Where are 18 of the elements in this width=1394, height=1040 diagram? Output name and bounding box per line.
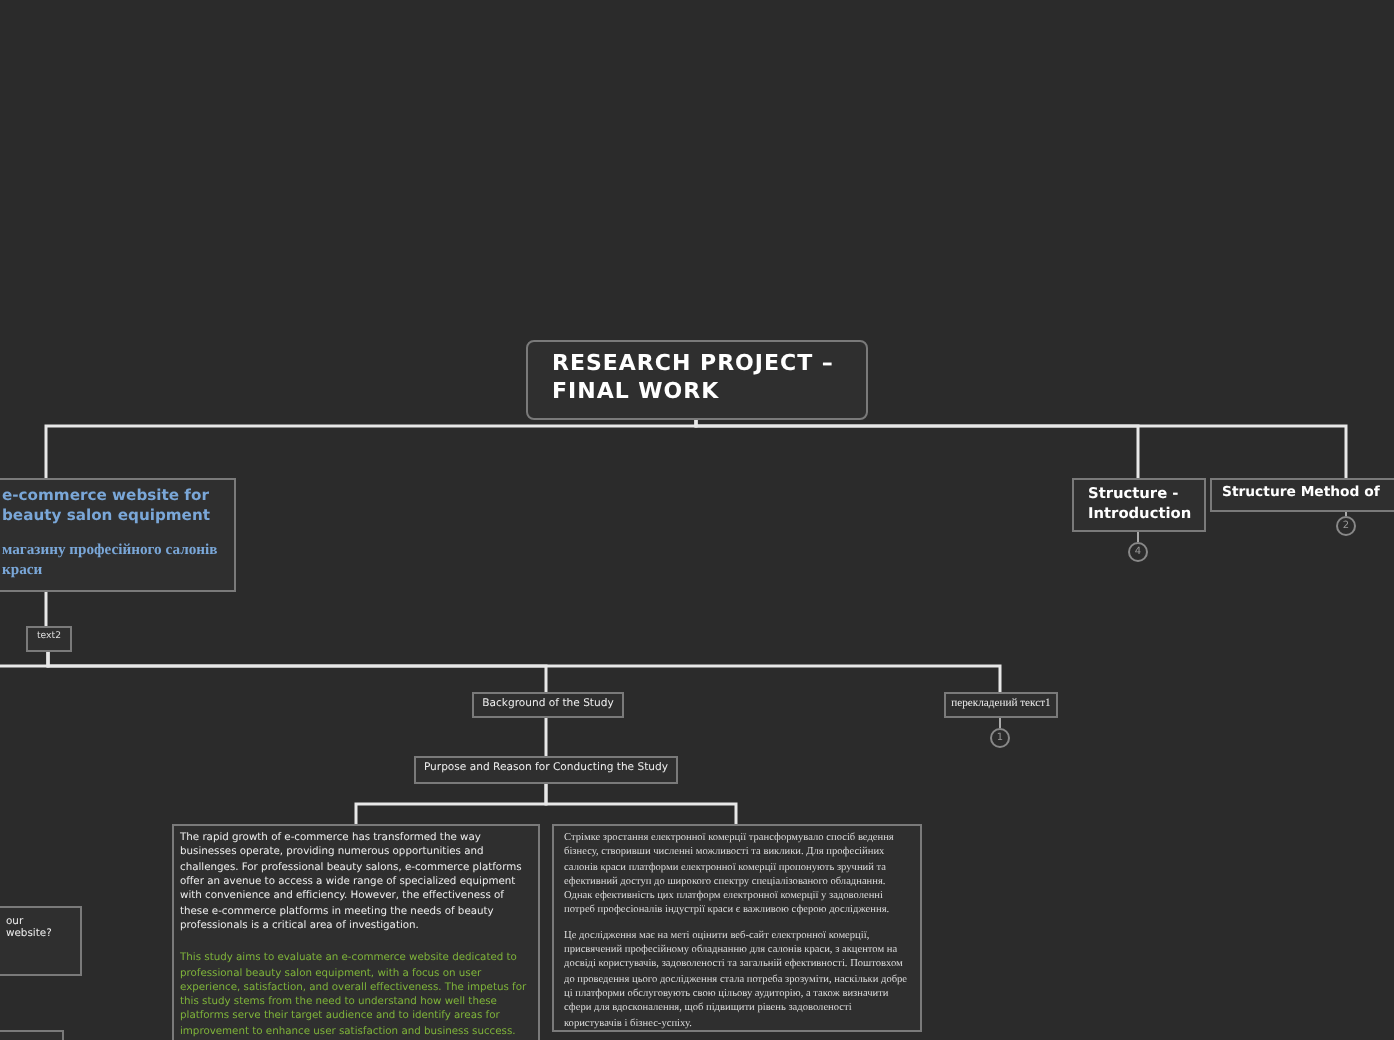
- connector-line: [44, 592, 48, 626]
- title-box: [526, 340, 868, 420]
- topic-box: [1210, 478, 1394, 512]
- connector-line: [544, 784, 738, 824]
- connector-line: [694, 419, 1348, 478]
- connector-line: [544, 718, 548, 756]
- topic-box: [1072, 478, 1206, 532]
- subtopic-box: [944, 692, 1058, 718]
- connector-line: [0, 652, 50, 668]
- topic-box: [0, 478, 236, 592]
- text-card: [172, 824, 540, 1040]
- subtopic-box: [472, 692, 624, 718]
- subtopic-box: [26, 626, 72, 652]
- text-card: [552, 824, 922, 1032]
- node-text: RESEARCH PROJECT – FINAL WORK: [552, 350, 836, 408]
- subtopic-box: [0, 906, 82, 976]
- connector-line: [44, 419, 698, 478]
- subtopic-box: [414, 756, 678, 784]
